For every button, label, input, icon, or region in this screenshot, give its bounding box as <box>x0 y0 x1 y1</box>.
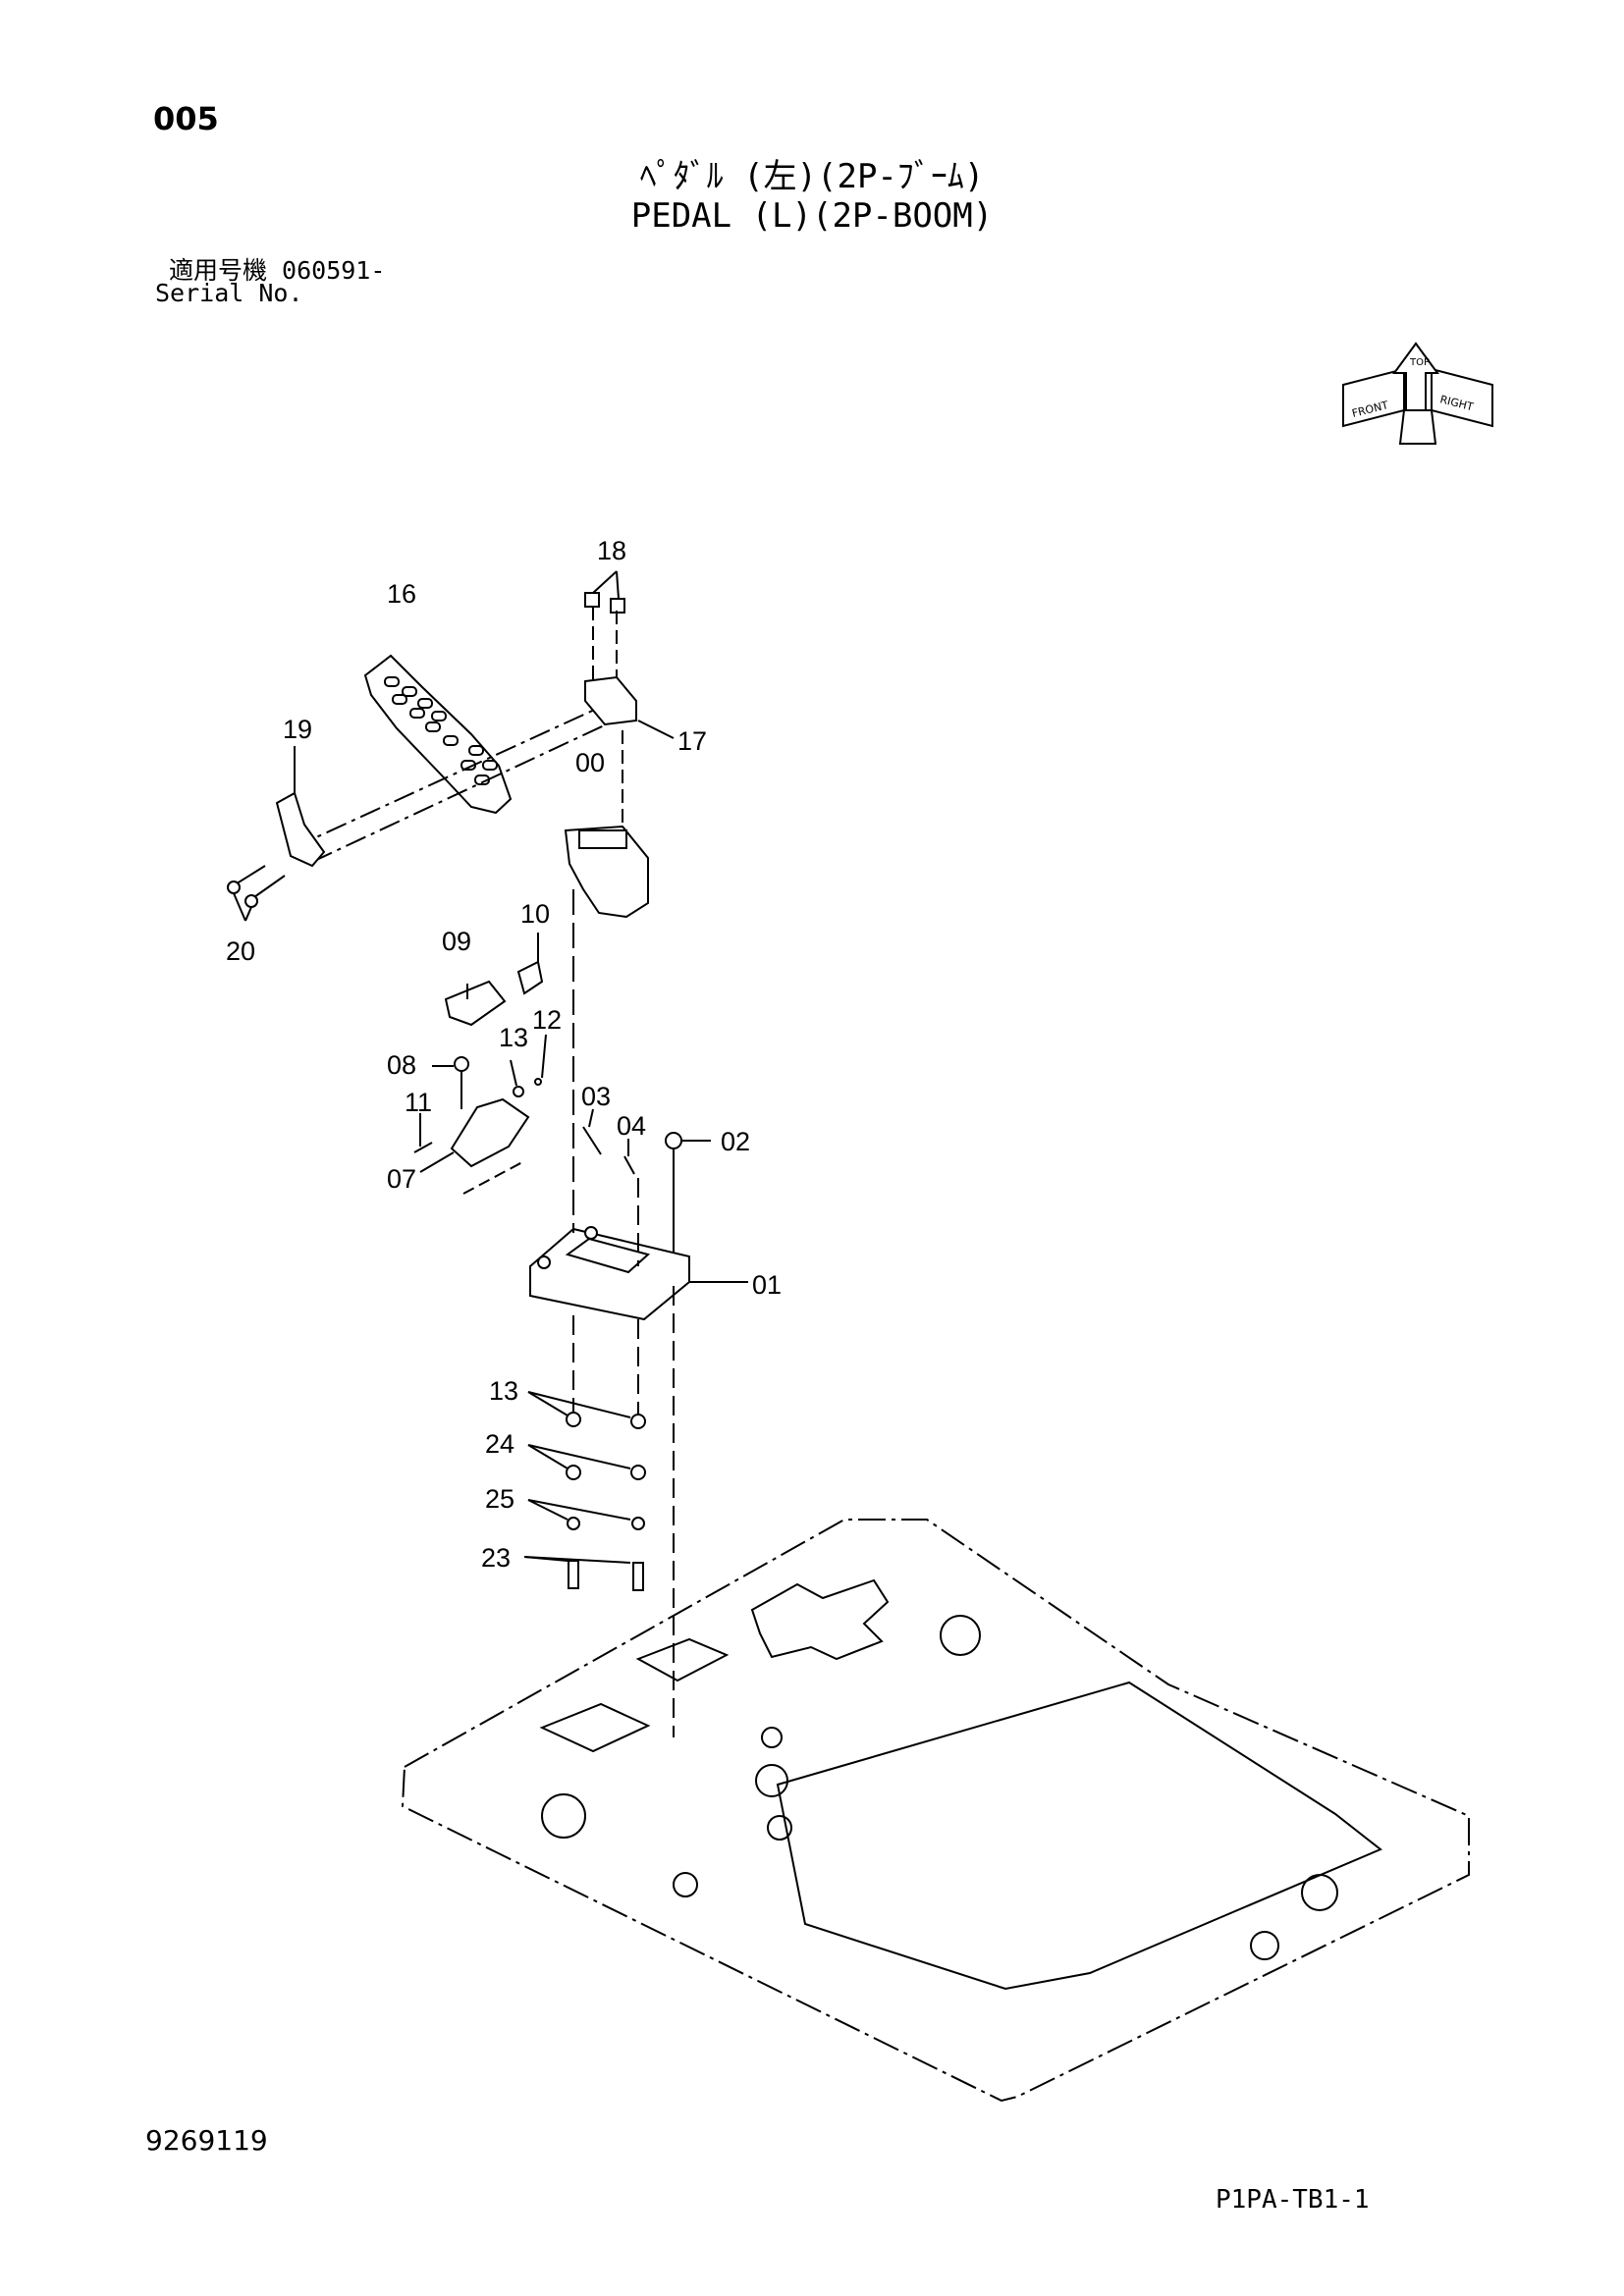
part-label-01: 01 <box>752 1270 782 1300</box>
orientation-icon: FRONT RIGHT TOP <box>1342 342 1493 445</box>
pedal-assembly <box>227 592 690 1591</box>
mount-plate <box>529 1227 690 1321</box>
part-label-18: 18 <box>597 536 626 565</box>
part-label-13-upper: 13 <box>499 1023 528 1052</box>
part-label-10: 10 <box>520 899 550 929</box>
part-label-20: 20 <box>226 936 255 966</box>
part-label-11: 11 <box>405 1088 432 1117</box>
part-label-04: 04 <box>617 1111 646 1141</box>
part-label-17: 17 <box>677 726 707 756</box>
part-label-25: 25 <box>485 1484 514 1514</box>
lever-09 <box>444 980 507 1027</box>
part-label-03: 03 <box>581 1082 611 1111</box>
part-label-07: 07 <box>387 1164 416 1194</box>
page-title-japanese: ﾍﾟﾀﾞﾙ (左)(2P-ﾌﾞｰﾑ) <box>639 157 985 196</box>
part-label-23: 23 <box>481 1543 511 1573</box>
part-label-08: 08 <box>387 1050 416 1080</box>
part-label-13-lower: 13 <box>489 1376 518 1406</box>
part-label-09: 09 <box>442 927 471 956</box>
page-code: P1PA-TB1-1 <box>1216 2185 1370 2215</box>
spring-10 <box>516 960 544 995</box>
drawing-number: 9269119 <box>145 2124 268 2157</box>
part-label-16: 16 <box>387 579 416 609</box>
part-label-12: 12 <box>532 1005 562 1035</box>
page-number: 005 <box>153 100 219 137</box>
serial-label-japanese: 適用号機 060591- <box>169 256 386 285</box>
bolt-18a <box>584 592 600 608</box>
pedal-tread <box>384 676 498 785</box>
orientation-top-label: TOP <box>1409 357 1430 368</box>
bracket-left <box>275 791 326 868</box>
part-label-00: 00 <box>575 748 605 777</box>
serial-label-english: Serial No. <box>155 279 303 307</box>
part-label-24: 24 <box>485 1429 514 1459</box>
floor-plate <box>401 1286 1470 2103</box>
part-label-19: 19 <box>283 715 312 744</box>
part-label-02: 02 <box>721 1127 750 1156</box>
page-title-english: PEDAL (L)(2P-BOOM) <box>630 196 994 236</box>
holder-07 <box>450 1097 530 1168</box>
bracket-right <box>584 675 637 726</box>
bolt-18b <box>610 598 625 614</box>
leader-lines <box>233 570 748 1564</box>
